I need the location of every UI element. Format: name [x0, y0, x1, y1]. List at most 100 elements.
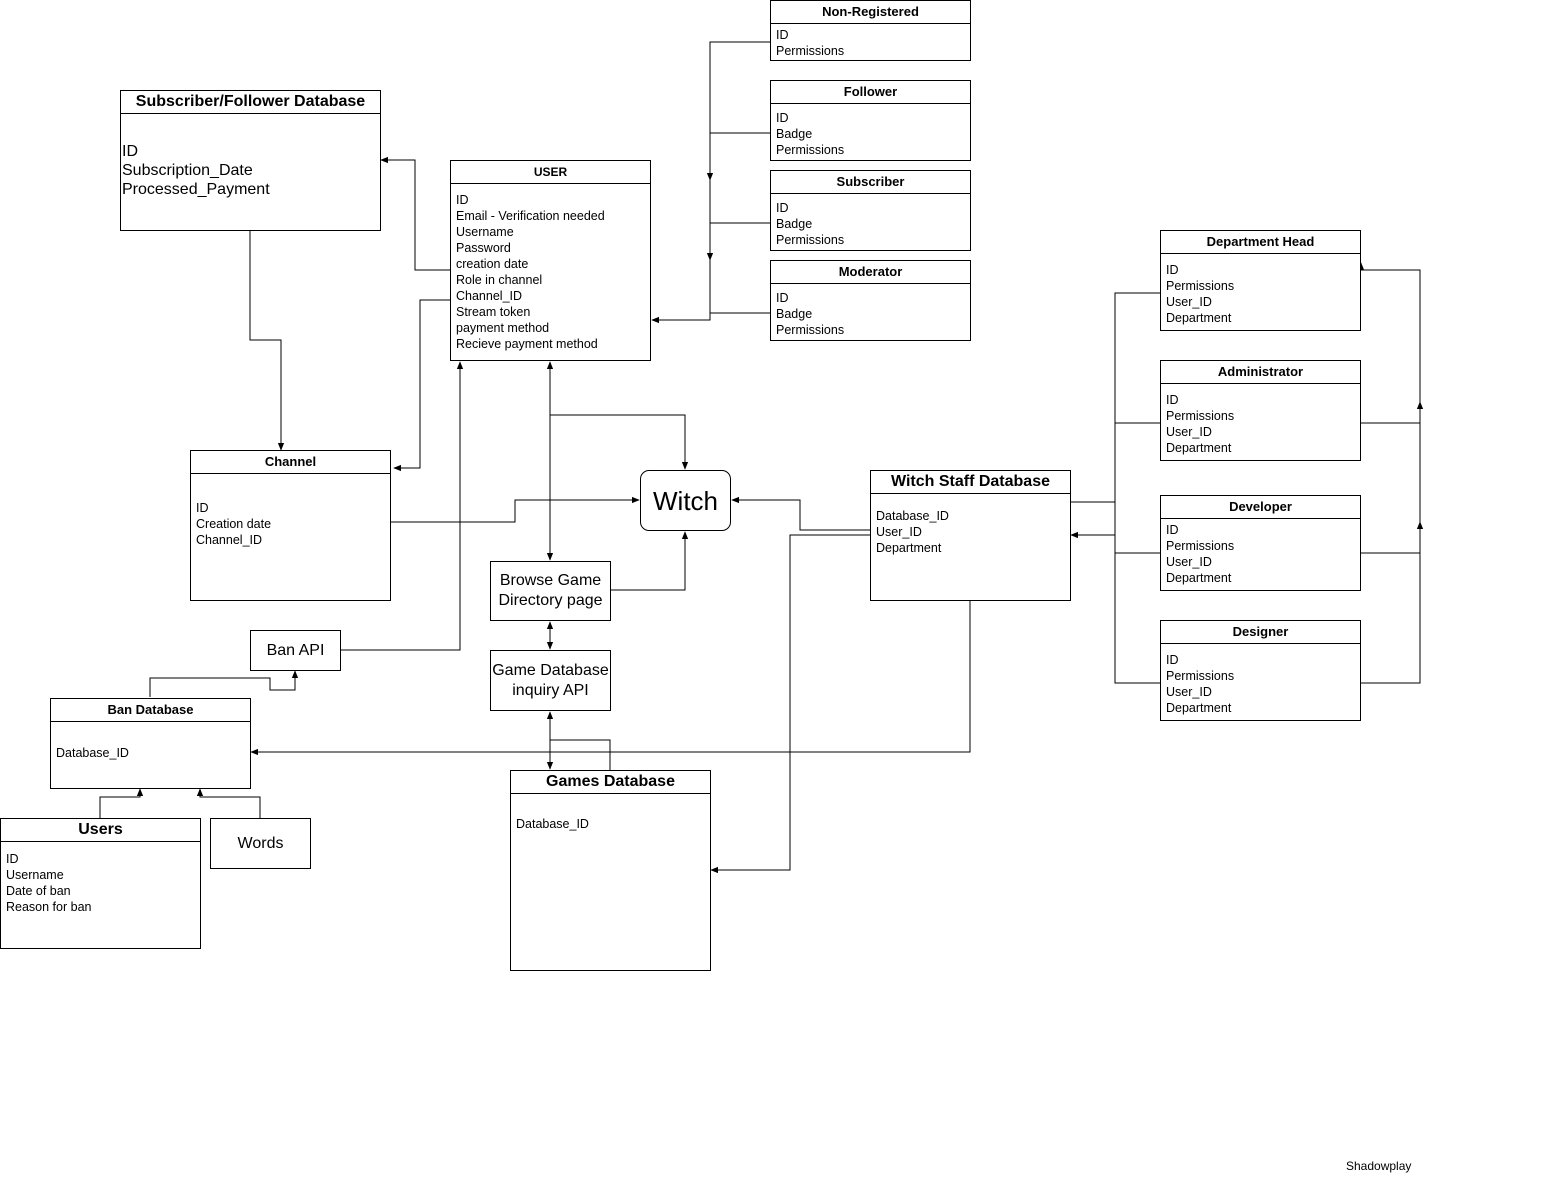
designer-table[interactable]: Designer ID Permissions User_ID Departme…	[1160, 620, 1361, 721]
table-fields: ID Subscription_Date Processed_Payment	[121, 114, 380, 199]
developer-table[interactable]: Developer ID Permissions User_ID Departm…	[1160, 495, 1361, 591]
table-fields: ID Permissions User_ID Department	[1161, 644, 1360, 716]
user-table[interactable]: USER ID Email - Verification needed User…	[450, 160, 651, 361]
follower-table[interactable]: Follower ID Badge Permissions	[770, 80, 971, 161]
field: Permissions	[1166, 669, 1235, 683]
field: User_ID	[1166, 685, 1212, 699]
browse-game-directory-node[interactable]: Browse Game Directory page	[490, 561, 611, 621]
ban-database-table[interactable]: Ban Database Database_ID	[50, 698, 251, 789]
field: ID	[776, 291, 789, 305]
table-title: Games Database	[511, 771, 710, 794]
field: ID	[122, 143, 138, 160]
field: Username	[456, 225, 514, 239]
table-title: Designer	[1161, 621, 1360, 644]
moderator-table[interactable]: Moderator ID Badge Permissions	[770, 260, 971, 341]
field: User_ID	[1166, 295, 1212, 309]
field: ID	[1166, 393, 1179, 407]
field: User_ID	[876, 525, 922, 539]
table-fields: ID Badge Permissions	[771, 284, 970, 338]
table-fields: Database_ID	[51, 722, 250, 761]
table-fields: ID Username Date of ban Reason for ban	[1, 842, 200, 915]
field: ID	[456, 193, 469, 207]
edge-subscriber-db-to-channel	[249, 231, 285, 451]
table-fields: Database_ID	[511, 794, 710, 832]
witch-node[interactable]: Witch	[640, 470, 731, 531]
field: ID	[776, 28, 789, 42]
table-title: Ban Database	[51, 699, 250, 722]
field: ID	[776, 111, 789, 125]
field: User_ID	[1166, 555, 1212, 569]
field: Badge	[776, 217, 813, 231]
edge-non-registered-bus	[706, 41, 770, 181]
edge-ban-api-to-user	[341, 361, 464, 651]
edge-browse-to-witch	[611, 531, 689, 591]
field: ID	[776, 201, 789, 215]
ban-api-node[interactable]: Ban API	[250, 630, 341, 671]
field: Channel_ID	[196, 533, 263, 547]
field: ID	[1166, 263, 1179, 277]
edge-dept-head-bus	[1114, 292, 1160, 684]
edge-staff-db-to-ban-db	[250, 601, 971, 756]
edge-ban-db-to-ban-api	[149, 670, 299, 697]
non-registered-table[interactable]: Non-Registered ID Permissions	[770, 0, 971, 61]
table-fields: ID Permissions User_ID Department	[1161, 384, 1360, 456]
edge-bus-to-user	[651, 260, 711, 324]
department-head-table[interactable]: Department Head ID Permissions User_ID D…	[1160, 230, 1361, 331]
edge-staff-db-to-witch	[731, 496, 870, 531]
edge-words-to-ban-db	[196, 788, 261, 818]
table-title: Department Head	[1161, 231, 1360, 254]
field: Recieve payment method	[456, 337, 598, 351]
channel-table[interactable]: Channel ID Creation date Channel_ID	[190, 450, 391, 601]
field: Department	[1166, 441, 1232, 455]
table-fields: ID Permissions	[771, 24, 970, 59]
edge-staff-db-to-games-db	[710, 534, 870, 874]
banned-users-table[interactable]: Users ID Username Date of ban Reason for…	[0, 818, 201, 949]
table-fields: Database_ID User_ID Department	[871, 494, 1070, 556]
field: Database_ID	[56, 746, 129, 760]
table-fields: ID Badge Permissions	[771, 104, 970, 158]
field: Creation date	[196, 517, 272, 531]
field: Badge	[776, 307, 813, 321]
field: Permissions	[776, 233, 845, 247]
words-node[interactable]: Words	[210, 818, 311, 869]
field: Role in channel	[456, 273, 543, 287]
subscriber-table[interactable]: Subscriber ID Badge Permissions	[770, 170, 971, 251]
field: ID	[6, 852, 19, 866]
edge-user-to-channel	[393, 299, 450, 472]
table-title: Moderator	[771, 261, 970, 284]
table-fields: ID Email - Verification needed Username …	[451, 184, 650, 352]
administrator-table[interactable]: Administrator ID Permissions User_ID Dep…	[1160, 360, 1361, 461]
subscriber-follower-database-table[interactable]: Subscriber/Follower Database ID Subscrip…	[120, 90, 381, 231]
table-fields: ID Creation date Channel_ID	[191, 474, 390, 548]
field: Permissions	[776, 143, 845, 157]
games-database-table[interactable]: Games Database Database_ID	[510, 770, 711, 971]
field: User_ID	[1166, 425, 1212, 439]
table-title: USER	[451, 161, 650, 184]
edge-channel-to-witch	[391, 496, 640, 523]
field: Reason for ban	[6, 900, 92, 914]
table-title: Developer	[1161, 496, 1360, 519]
field: Database_ID	[876, 509, 949, 523]
field: Permissions	[1166, 279, 1235, 293]
field: Username	[6, 868, 64, 882]
edge-right-bus-to-dept-head	[1357, 262, 1421, 402]
witch-staff-database-table[interactable]: Witch Staff Database Database_ID User_ID…	[870, 470, 1071, 601]
edge-games-db-api-return	[550, 739, 611, 770]
game-database-inquiry-api-node[interactable]: Game Database inquiry API	[490, 650, 611, 711]
table-title: Subscriber	[771, 171, 970, 194]
field: Date of ban	[6, 884, 71, 898]
table-title: Subscriber/Follower Database	[121, 91, 380, 114]
table-title: Witch Staff Database	[871, 471, 1070, 494]
field: ID	[196, 501, 209, 515]
edge-designer-right-bus	[1361, 521, 1424, 684]
field: Department	[1166, 571, 1232, 585]
field: Permissions	[1166, 539, 1235, 553]
field: Badge	[776, 127, 813, 141]
field: Permissions	[776, 44, 845, 58]
field: Department	[876, 541, 942, 555]
table-title: Users	[1, 819, 200, 842]
table-fields: ID Permissions User_ID Department	[1161, 254, 1360, 326]
edge-users-to-ban-db	[99, 788, 144, 818]
table-fields: ID Permissions User_ID Department	[1161, 519, 1360, 586]
